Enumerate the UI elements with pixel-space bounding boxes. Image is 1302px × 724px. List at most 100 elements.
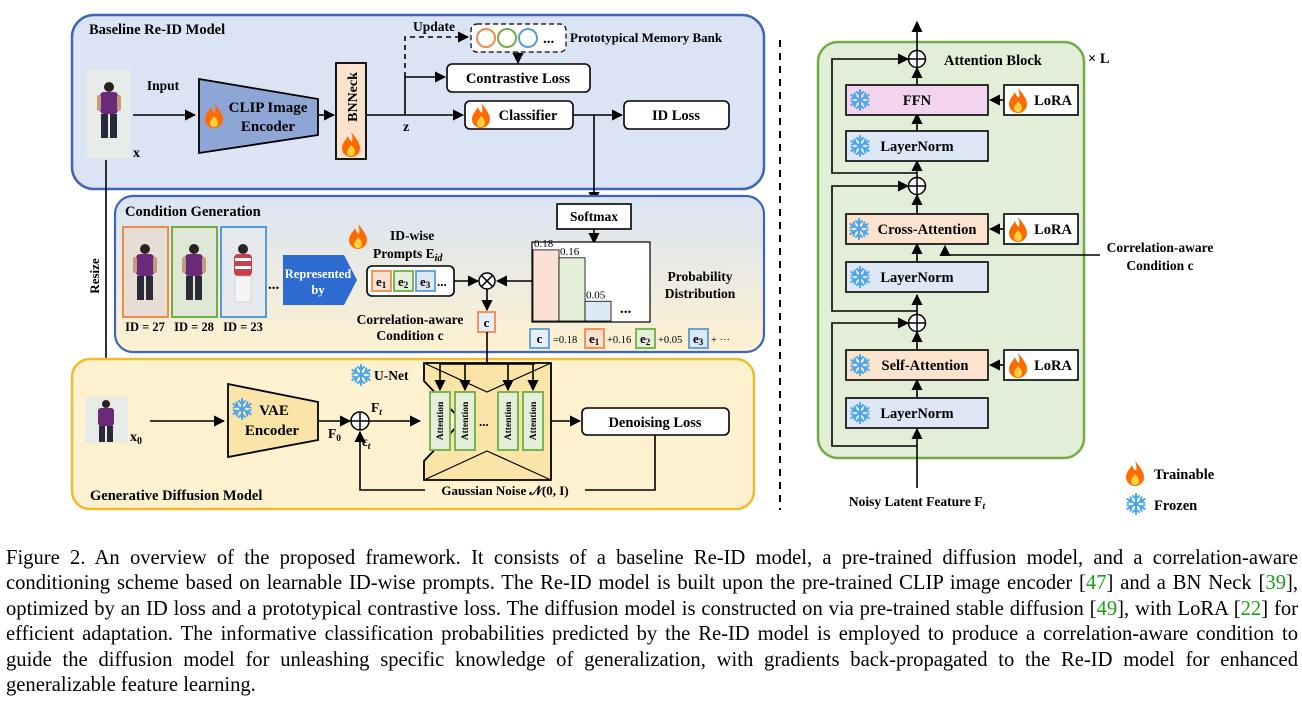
prompt-dots: ... — [437, 274, 447, 289]
prompt-e1-label: e1 — [376, 274, 387, 290]
unet-notch — [423, 362, 552, 481]
ffn-box — [845, 84, 989, 116]
prob-bar-e3 — [584, 300, 612, 322]
unet-label: U-Net — [374, 368, 409, 383]
probability-chart: 0.180.160.05 — [531, 238, 651, 323]
baseline-title: Baseline Re-ID Model — [89, 22, 225, 38]
unet-attention-4 — [522, 391, 544, 451]
noise-label-bg — [425, 481, 585, 499]
prob-bar-e1 — [532, 249, 560, 322]
svg-text:e3: e3 — [693, 331, 704, 347]
memory-dots: ... — [543, 31, 555, 47]
denoising-loss-label: Denoising Loss — [608, 415, 701, 431]
diffusion-title: Generative Diffusion Model — [90, 488, 262, 504]
c-label: c — [484, 315, 490, 330]
contrastive-loss-box — [446, 63, 591, 93]
lora-ffn-label: LoRA — [1034, 93, 1072, 109]
x-label: x — [133, 146, 140, 161]
prompts-label-2: Prompts Eid — [373, 246, 443, 264]
prob-label-1: Probability — [667, 269, 732, 284]
prompts-label-1: ID-wise — [390, 228, 434, 243]
memory-proto-1 — [476, 28, 496, 48]
citation-49[interactable]: 49 — [1096, 597, 1118, 620]
update-label: Update — [413, 19, 455, 34]
citation-22[interactable]: 22 — [1240, 597, 1262, 620]
represented-label-1: Represented — [285, 267, 351, 281]
noisy-latent-label: Noisy Latent Feature Ft — [849, 494, 986, 512]
layernorm-1-label: LayerNorm — [880, 406, 953, 422]
represented-by-arrow — [283, 255, 357, 305]
vae-encoder — [227, 382, 319, 459]
noise-label: Gaussian Noise 𝒩(0, I) — [441, 483, 568, 498]
corr-label-2: Condition c — [376, 328, 443, 343]
prob-bar-label-e1: 0.18 — [534, 238, 554, 250]
id-image-3-person — [234, 244, 252, 303]
x0-label: x0 — [130, 430, 142, 447]
id-label-28: ID = 28 — [174, 320, 214, 334]
svg-text:e1: e1 — [589, 331, 600, 347]
framework-diagram: Baseline Re-ID Model x Input CLIP Image … — [70, 13, 1215, 515]
input-label: Input — [147, 78, 180, 93]
prob-label-2: Distribution — [665, 286, 736, 301]
svg-text:Attention: Attention — [504, 401, 514, 440]
id-loss-box — [623, 100, 730, 130]
vae-label-1: VAE — [259, 403, 289, 419]
unet-attention-2 — [454, 391, 476, 451]
svg-text:Attention: Attention — [436, 401, 446, 440]
prompt-e1 — [371, 270, 392, 292]
x0-person — [98, 400, 114, 442]
layernorm-2-box — [845, 261, 989, 293]
prompt-e3 — [415, 270, 436, 292]
resize-label: Resize — [87, 258, 102, 294]
condition-title: Condition Generation — [125, 204, 261, 220]
classifier-label: Classifier — [499, 108, 558, 124]
ffn-label: FFN — [903, 93, 932, 109]
condition-formula: c =0.18 e1 +0.16 e2 +0.05 e3 + ··· — [529, 328, 730, 349]
attention-block-title: Attention Block — [944, 53, 1043, 69]
legend-trainable: Trainable — [1154, 467, 1215, 483]
prompt-e2-label: e2 — [398, 274, 409, 290]
prompt-e3-label: e3 — [420, 274, 431, 290]
memory-proto-2 — [497, 28, 517, 48]
unet-attention-1 — [429, 391, 451, 451]
id-label-27: ID = 27 — [125, 320, 165, 334]
block-corr-label-1: Correlation-aware — [1107, 240, 1214, 255]
lora-cross-label: LoRA — [1034, 222, 1072, 238]
contrastive-loss-label: Contrastive Loss — [466, 71, 571, 87]
svg-text:+0.16: +0.16 — [607, 335, 631, 346]
bnneck-label: BNNeck — [346, 72, 361, 122]
block-corr-label-2: Condition c — [1126, 258, 1193, 273]
add-node-mid — [907, 176, 927, 196]
corr-label-1: Correlation-aware — [357, 312, 464, 327]
id-label-23: ID = 23 — [223, 320, 263, 334]
id-images-dots: ... — [268, 277, 280, 293]
svg-text:=0.18: =0.18 — [553, 335, 577, 346]
memory-proto-3 — [518, 28, 538, 48]
f0-label: F0 — [328, 426, 341, 444]
add-node-low — [907, 313, 927, 333]
svg-text:c: c — [537, 331, 543, 346]
svg-text:+ ···: + ··· — [711, 335, 730, 346]
self-attention-box — [845, 349, 989, 381]
attention-stream — [831, 20, 923, 488]
layernorm-3-box — [845, 130, 989, 162]
legend-frozen: Frozen — [1154, 498, 1197, 514]
svg-text:+0.05: +0.05 — [658, 335, 682, 346]
prob-bar-label-e2: 0.16 — [560, 246, 580, 258]
cross-attention-label: Cross-Attention — [878, 222, 977, 238]
layernorm-2-label: LayerNorm — [880, 270, 953, 286]
lora-self-label: LoRA — [1034, 358, 1072, 374]
citation-47[interactable]: 47 — [1085, 572, 1107, 595]
chart-dots: ... — [620, 301, 632, 317]
unet-attention-3 — [497, 391, 519, 451]
arrow-condition-cross — [939, 244, 1100, 257]
svg-text:e2: e2 — [640, 331, 651, 347]
memory-bank-label: Prototypical Memory Bank — [570, 30, 723, 45]
ft-label: Ft — [371, 400, 382, 418]
represented-label-2: by — [311, 283, 325, 297]
citation-39[interactable]: 39 — [1265, 572, 1286, 595]
add-node-top — [907, 49, 927, 69]
clip-encoder — [198, 77, 319, 155]
softmax-label: Softmax — [570, 209, 618, 224]
unet-attention-dots: ... — [479, 414, 489, 429]
